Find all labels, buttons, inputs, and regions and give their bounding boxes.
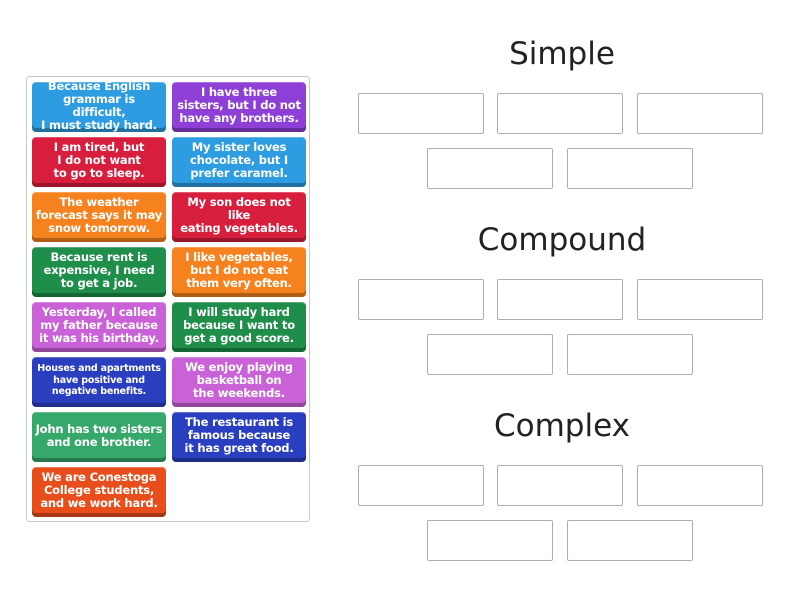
group-title-complex: Complex xyxy=(494,408,630,444)
sentence-card[interactable]: The restaurant is famous because it has … xyxy=(172,412,306,462)
drop-slot-complex[interactable] xyxy=(427,520,553,561)
sentence-card[interactable]: I am tired, but I do not want to go to s… xyxy=(32,137,166,187)
drop-slot-simple[interactable] xyxy=(358,93,484,134)
sentence-card[interactable]: We are Conestoga College students, and w… xyxy=(32,467,166,517)
sentence-card[interactable]: I have three sisters, but I do not have … xyxy=(172,82,306,132)
drop-slot-simple[interactable] xyxy=(637,93,763,134)
sentence-card[interactable]: I will study hard because I want to get … xyxy=(172,302,306,352)
drop-slot-simple[interactable] xyxy=(497,93,623,134)
drop-slot-simple[interactable] xyxy=(567,148,693,189)
group-title-compound: Compound xyxy=(477,222,647,258)
sentence-card[interactable]: Because English grammar is difficult, I … xyxy=(32,79,166,132)
sentence-card[interactable]: Houses and apartments have positive and … xyxy=(32,357,166,407)
drop-slot-complex[interactable] xyxy=(637,465,763,506)
drop-slot-compound[interactable] xyxy=(637,279,763,320)
sentence-card[interactable]: We enjoy playing basketball on the weeke… xyxy=(172,357,306,407)
sentence-card[interactable]: John has two sisters and one brother. xyxy=(32,412,166,462)
card-tray: Because English grammar is difficult, I … xyxy=(26,76,310,522)
drop-slot-complex[interactable] xyxy=(358,465,484,506)
group-title-simple: Simple xyxy=(509,36,615,72)
sentence-card[interactable]: My sister loves chocolate, but I prefer … xyxy=(172,137,306,187)
drop-slot-compound[interactable] xyxy=(427,334,553,375)
drop-slot-compound[interactable] xyxy=(567,334,693,375)
drop-slot-simple[interactable] xyxy=(427,148,553,189)
drop-slot-compound[interactable] xyxy=(497,279,623,320)
drop-slot-complex[interactable] xyxy=(497,465,623,506)
sentence-card[interactable]: Yesterday, I called my father because it… xyxy=(32,302,166,352)
sentence-card[interactable]: I like vegetables, but I do not eat them… xyxy=(172,247,306,297)
sentence-card[interactable]: Because rent is expensive, I need to get… xyxy=(32,247,166,297)
sentence-card[interactable]: The weather forecast says it may snow to… xyxy=(32,192,166,242)
drop-slot-compound[interactable] xyxy=(358,279,484,320)
drop-slot-complex[interactable] xyxy=(567,520,693,561)
sentence-card[interactable]: My son does not like eating vegetables. xyxy=(172,192,306,242)
